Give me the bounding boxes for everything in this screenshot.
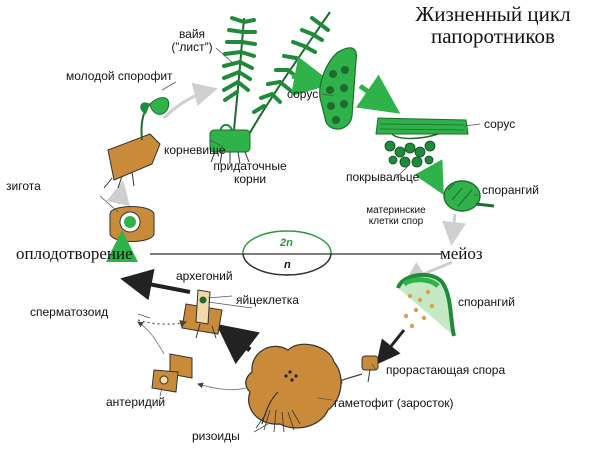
diagram-title: Жизненный цикл папоротников <box>388 3 598 47</box>
rhizoids-label: ризоиды <box>192 429 240 443</box>
frond-illustration <box>209 11 331 165</box>
arrow-to-fertilization <box>120 268 191 301</box>
archegonium-label: архегоний <box>176 269 233 283</box>
title-line-1: Жизненный цикл <box>415 2 571 26</box>
gametophyte-illustration <box>245 343 342 433</box>
egg-label: яйцеклетка <box>236 293 299 307</box>
ploidy-n-label: n <box>284 259 291 271</box>
sperm-path <box>137 319 188 327</box>
arrow-to-meiosis <box>442 213 466 246</box>
young-sporophyte-illustration <box>103 97 170 189</box>
adventitious-roots-line-1: придаточные <box>213 159 287 173</box>
spore-mother-line-1: материнские <box>366 205 426 216</box>
arrow-gametophyte-to-archegonium <box>216 323 260 365</box>
sorus-small-label: сорус <box>287 87 319 101</box>
sporangium-mid-illustration <box>396 272 456 337</box>
sporangium-mid-label: спорангий <box>458 295 515 309</box>
spore-mother-line-2: клетки спор <box>368 216 424 227</box>
arrow-gametophyte-to-antheridium <box>197 382 247 391</box>
arrow-antheridium-to-sperm <box>137 321 165 355</box>
fertilization-label: оплодотворение <box>16 244 133 263</box>
frond-label: вайя (”лист”) <box>163 27 221 55</box>
leader-lines <box>137 47 481 433</box>
arrow-young-to-mature <box>162 82 218 120</box>
indusium-label: покрывальце <box>346 170 420 184</box>
rhizome-label: корневище <box>164 143 226 157</box>
sperm-label: сперматозоид <box>30 305 109 319</box>
arrow-zygote-to-young-sporophyte <box>106 180 130 207</box>
sorus-label: сорус <box>484 117 516 131</box>
zygote-illustration <box>109 206 155 242</box>
zygote-label: зигота <box>6 179 41 193</box>
frond-label-line-1: вайя <box>178 27 206 41</box>
zygote-leader <box>99 195 119 213</box>
arrow-pinna-to-sorus <box>355 74 401 114</box>
ploidy-2n-label: 2n <box>280 237 293 249</box>
sporangium-top-label: спорангий <box>482 183 539 197</box>
title-line-2: папоротников <box>431 24 555 49</box>
antheridium-illustration <box>151 353 193 393</box>
arrow-to-germinating-spore <box>376 329 406 365</box>
adventitious-roots-line-2: корни <box>233 172 267 187</box>
young-sporophyte-label: молодой спорофит <box>66 69 173 83</box>
arrow-sorus-to-sporangium <box>414 159 444 195</box>
frond-label-line-2: (”лист”) <box>171 40 213 55</box>
gametophyte-label: гаметофит (заросток) <box>334 396 454 410</box>
archegonium-illustration <box>181 289 223 339</box>
germinating-spore-label: прорастающая спора <box>386 363 506 377</box>
ploidy-ellipse-bottom <box>242 252 332 276</box>
meiosis-label: мейоз <box>440 244 483 263</box>
spore-mother-cells-label: материнские клетки спор <box>356 205 436 227</box>
adventitious-roots-label: придаточные корни <box>210 159 290 187</box>
arrow-frond-to-pinna <box>290 56 334 97</box>
sporangium-top-illustration <box>443 180 495 212</box>
antheridium-label: антеридий <box>106 395 166 409</box>
sorus-cross-section <box>375 117 469 168</box>
pinna-with-sori <box>319 47 357 130</box>
